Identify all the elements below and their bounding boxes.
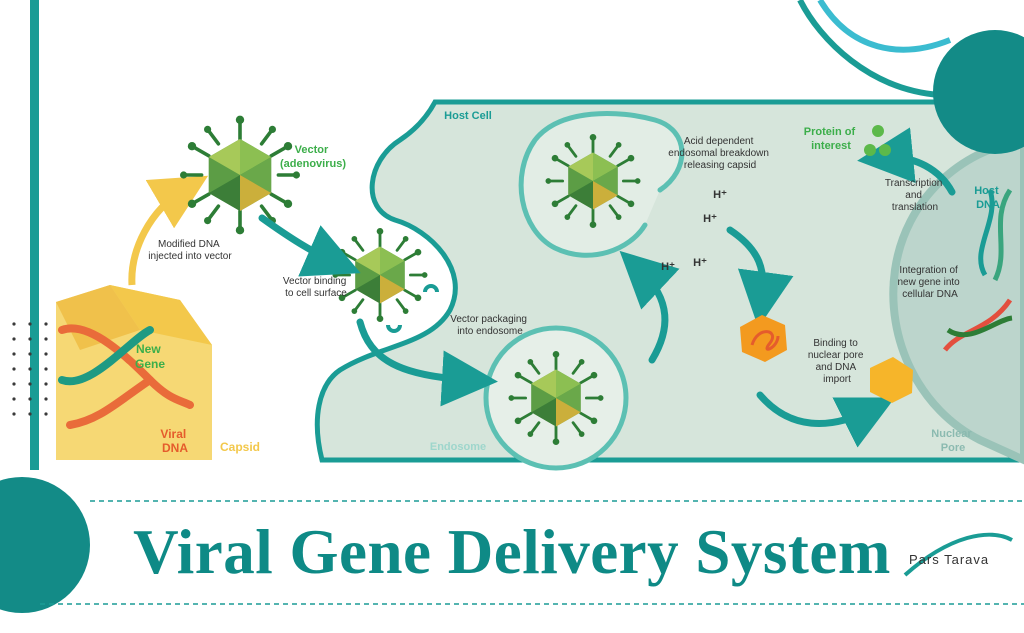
- dot-grid: [12, 322, 48, 416]
- label-integration: Integration of new gene into cellular DN…: [897, 265, 962, 300]
- arrow-to-endosome: [356, 318, 498, 407]
- label-transcription: Transcription and translation: [885, 178, 945, 213]
- label-binding-pore: Binding to nuclear pore and DNA import: [808, 338, 866, 385]
- label-h-plus-2: H⁺: [703, 213, 717, 225]
- logo-swoosh: [903, 532, 1013, 577]
- vector-adenovirus: [178, 113, 302, 237]
- page-title: Viral Gene Delivery System: [133, 517, 891, 587]
- label-acid-breakdown: Acid dependent endosomal breakdown relea…: [668, 136, 771, 171]
- capsid-at-pore: [870, 357, 913, 403]
- arrow-inject: [128, 175, 209, 286]
- corner-circle-top-right: [933, 30, 1024, 154]
- arrow-to-nuclear: [726, 226, 794, 328]
- label-new-gene: New Gene: [135, 342, 165, 371]
- label-h-plus-3: H⁺: [661, 261, 675, 273]
- arrow-to-protein: [857, 127, 956, 196]
- label-host-cell: Host Cell: [444, 110, 492, 122]
- receptors: [386, 284, 439, 333]
- label-nuclear-pore: Nuclear Pore: [931, 428, 974, 454]
- left-accent-bar: [30, 0, 39, 470]
- dna-helix-capsid: [58, 324, 194, 429]
- protein-dots: [864, 125, 891, 156]
- corner-circle-bottom-left: [0, 477, 90, 613]
- label-vector-binding: Vector binding to cell surface: [283, 276, 349, 299]
- dna-decoration: [797, 0, 952, 98]
- arrow-to-pore: [756, 391, 896, 448]
- label-endosome: Endosome: [430, 441, 486, 453]
- label-vector: Vector (adenovirus): [280, 144, 346, 170]
- label-viral-dna: Viral DNA: [160, 427, 189, 455]
- label-host-dna: Host DNA: [974, 185, 1002, 211]
- label-protein: Protein of interest: [804, 126, 858, 152]
- company-logo-text: Pars Tarava: [909, 552, 990, 567]
- host-dna-helix: [943, 188, 1013, 352]
- virus-binding: [331, 226, 429, 324]
- label-h-plus-4: H⁺: [693, 257, 707, 269]
- label-vector-packaging: Vector packaging into endosome: [450, 314, 530, 337]
- label-modified-dna: Modified DNA injected into vector: [148, 239, 232, 262]
- arrow-up-breakdown: [619, 250, 680, 364]
- arrow-to-binding: [258, 214, 361, 277]
- label-h-plus-1: H⁺: [713, 189, 727, 201]
- capsid-orange: [740, 315, 787, 362]
- label-capsid: Capsid: [220, 440, 260, 454]
